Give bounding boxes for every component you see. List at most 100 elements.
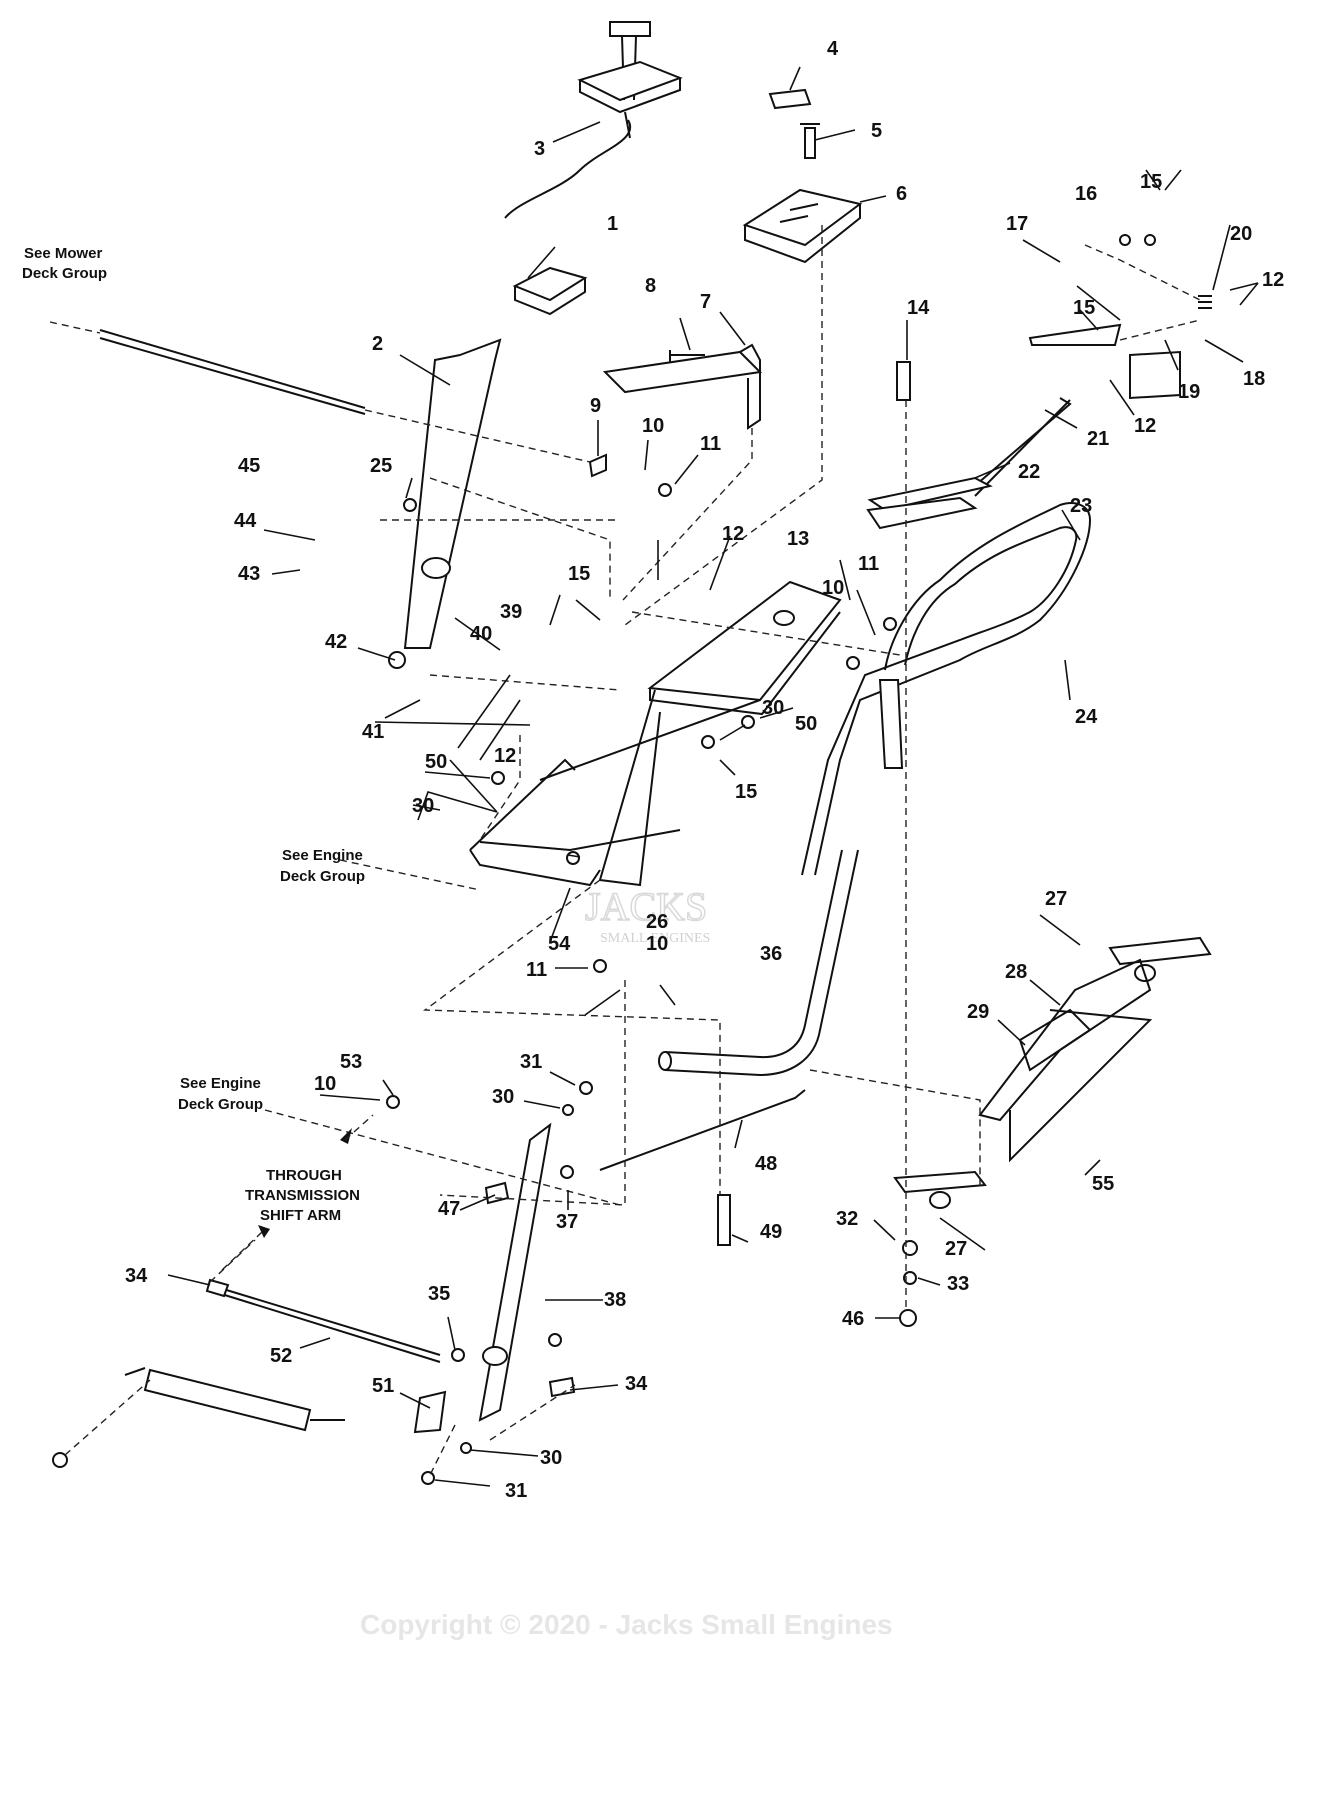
damper xyxy=(143,1368,312,1432)
callout-11a: 11 xyxy=(700,433,721,455)
callout-42: 42 xyxy=(325,631,347,653)
callout-36: 36 xyxy=(760,943,782,965)
callout-51: 51 xyxy=(372,1375,394,1397)
callout-15b: 15 xyxy=(1073,297,1095,319)
callout-4: 4 xyxy=(827,38,839,60)
callout-19: 19 xyxy=(1178,381,1200,403)
callout-39: 39 xyxy=(500,601,522,623)
callout-30b: 30 xyxy=(412,795,434,817)
note-through-line3: SHIFT ARM xyxy=(260,1207,341,1224)
part-2-shift-lever xyxy=(403,338,502,649)
callout-31b: 31 xyxy=(505,1480,527,1502)
callout-10a: 10 xyxy=(642,415,664,437)
note-see-mower-line2: Deck Group xyxy=(22,265,107,282)
callout-37: 37 xyxy=(556,1211,578,1233)
callout-47: 47 xyxy=(438,1198,460,1220)
note-see-engine-b-line2: Deck Group xyxy=(178,1096,263,1113)
callout-14: 14 xyxy=(907,297,930,319)
callout-30d: 30 xyxy=(540,1447,562,1469)
callout-38: 38 xyxy=(604,1289,626,1311)
reference-notes: See Mower Deck Group See Engine Deck Gro… xyxy=(22,245,365,1224)
part-4-knob xyxy=(768,88,812,110)
part-34-right xyxy=(548,1376,576,1398)
assembly-lines xyxy=(49,225,1201,1476)
callout-labels: 1 2 3 4 5 6 7 8 9 10 11 14 17 16 15 20 1… xyxy=(125,38,1284,1502)
callout-50b: 50 xyxy=(425,751,447,773)
callout-49: 49 xyxy=(760,1221,782,1243)
logo-subtext: SMALL ENGINES xyxy=(600,931,710,946)
jacks-logo-watermark: JACKS SMALL ENGINES xyxy=(584,883,710,946)
callout-24: 24 xyxy=(1075,706,1098,728)
callout-2: 2 xyxy=(372,333,383,355)
note-see-mower-line1: See Mower xyxy=(24,245,103,262)
callout-31a: 31 xyxy=(520,1051,542,1073)
part-48-rod xyxy=(599,1089,806,1171)
note-see-engine-a-line2: Deck Group xyxy=(280,868,365,885)
callout-44: 44 xyxy=(234,510,257,532)
note-see-engine-b-line1: See Engine xyxy=(180,1075,261,1092)
part-6-block xyxy=(742,188,863,264)
callout-35: 35 xyxy=(428,1283,450,1305)
callout-27b: 27 xyxy=(945,1238,967,1260)
callout-48: 48 xyxy=(755,1153,777,1175)
hardware-nuts xyxy=(52,234,1156,1485)
part-20-spring xyxy=(1198,295,1212,309)
part-5-bolt xyxy=(800,123,820,159)
part-9-pivot xyxy=(588,453,607,478)
callout-46: 46 xyxy=(842,1308,864,1330)
callout-11b: 11 xyxy=(858,553,879,575)
callout-52: 52 xyxy=(270,1345,292,1367)
part-1-pad xyxy=(512,266,588,302)
callout-10c: 10 xyxy=(646,933,668,955)
callout-1: 1 xyxy=(607,213,618,235)
callout-22: 22 xyxy=(1018,461,1040,483)
callout-40: 40 xyxy=(470,623,492,645)
callout-23: 23 xyxy=(1070,495,1092,517)
callout-15c: 15 xyxy=(568,563,590,585)
part-38-lever xyxy=(478,1122,552,1422)
through-arrow-down xyxy=(258,1225,270,1238)
callout-30c: 30 xyxy=(492,1086,514,1108)
part-27-caster-bracket xyxy=(893,936,1212,1209)
callout-41: 41 xyxy=(362,721,384,743)
callout-21: 21 xyxy=(1087,428,1109,450)
note-see-engine-a-line1: See Engine xyxy=(282,847,363,864)
callout-18: 18 xyxy=(1243,368,1265,390)
part-36-lever-tube xyxy=(664,849,859,1077)
note-through-line2: TRANSMISSION xyxy=(245,1187,360,1204)
part-49-bolt xyxy=(717,1194,731,1246)
callout-10b: 10 xyxy=(822,577,844,599)
callout-15d: 15 xyxy=(735,781,757,803)
part-24-handle xyxy=(814,502,1092,876)
callout-15a: 15 xyxy=(1140,171,1162,193)
callout-32: 32 xyxy=(836,1208,858,1230)
through-arrow-up xyxy=(340,1128,352,1144)
part-8-bolt xyxy=(669,350,705,362)
callout-50a: 50 xyxy=(795,713,817,735)
mower-deck-rod xyxy=(99,329,366,409)
callout-28: 28 xyxy=(1005,961,1027,983)
callout-11c: 11 xyxy=(526,959,547,981)
callout-29: 29 xyxy=(967,1001,989,1023)
callout-45: 45 xyxy=(238,455,260,477)
part-7-bracket xyxy=(602,350,763,394)
callout-12d: 12 xyxy=(722,523,744,545)
part-14-long-bolt xyxy=(896,361,911,401)
part-47 xyxy=(484,1181,510,1205)
callout-8: 8 xyxy=(645,275,656,297)
note-through-line1: THROUGH xyxy=(266,1167,342,1184)
callout-5: 5 xyxy=(871,120,882,142)
callout-34b: 34 xyxy=(625,1373,648,1395)
part-52-threaded-rod xyxy=(209,1284,441,1363)
callout-13: 13 xyxy=(787,528,809,550)
callout-9: 9 xyxy=(590,395,601,417)
callout-16: 16 xyxy=(1075,183,1097,205)
callout-27a: 27 xyxy=(1045,888,1067,910)
callout-43: 43 xyxy=(238,563,260,585)
callout-12b: 12 xyxy=(1134,415,1156,437)
callout-25: 25 xyxy=(370,455,392,477)
callout-6: 6 xyxy=(896,183,907,205)
callout-17: 17 xyxy=(1006,213,1028,235)
part-3-lever-assembly xyxy=(504,21,683,219)
